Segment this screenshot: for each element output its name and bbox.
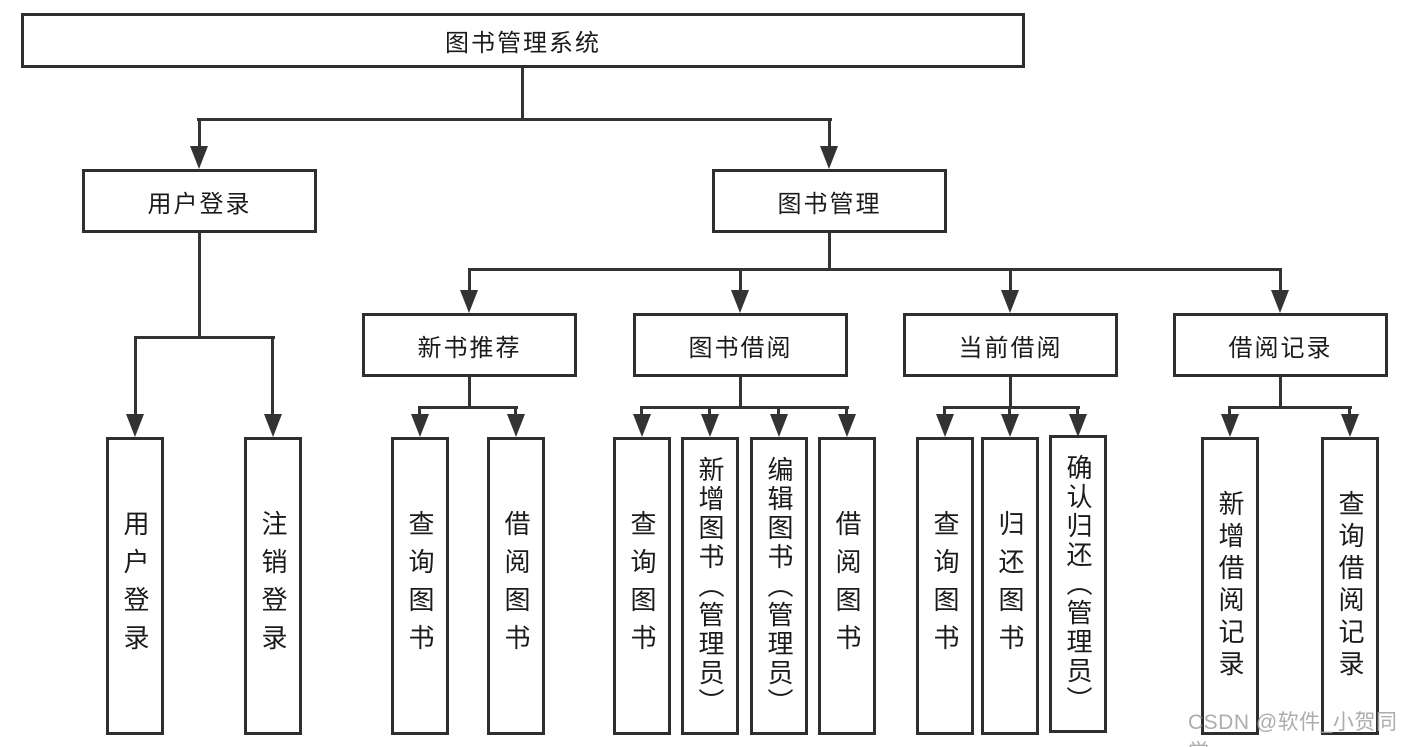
connector-line <box>943 406 1080 409</box>
arrow-down-icon <box>633 414 651 437</box>
connector-line <box>198 233 201 338</box>
leaf-borrow-books-2: 借阅图书 <box>818 437 876 735</box>
connector-line <box>418 406 421 416</box>
leaf-search-books-2: 查询图书 <box>613 437 671 735</box>
leaf-edit-books-admin: 编辑图书（管理员） <box>750 437 808 735</box>
arrow-down-icon <box>1221 414 1239 437</box>
leaf-add-borrow-record: 新增借阅记录 <box>1201 437 1259 735</box>
arrow-down-icon <box>460 290 478 313</box>
connector-line <box>197 118 832 121</box>
leaf-logout: 注销登录 <box>244 437 302 735</box>
leaf-return-books: 归还图书 <box>981 437 1039 735</box>
leaf-add-books-admin: 新增图书（管理员） <box>681 437 739 735</box>
connector-line <box>640 406 849 409</box>
arrow-down-icon <box>411 414 429 437</box>
arrow-down-icon <box>838 414 856 437</box>
arrow-down-icon <box>1271 290 1289 313</box>
leaf-search-borrow-record: 查询借阅记录 <box>1321 437 1379 735</box>
arrow-down-icon <box>126 414 144 437</box>
node-root-library-system: 图书管理系统 <box>21 13 1025 68</box>
connector-line <box>1228 406 1352 409</box>
connector-line <box>514 406 517 416</box>
arrow-down-icon <box>936 414 954 437</box>
connector-line <box>845 406 848 416</box>
connector-line <box>521 68 524 120</box>
arrow-down-icon <box>770 414 788 437</box>
connector-line <box>134 336 137 416</box>
arrow-down-icon <box>701 414 719 437</box>
node-user-login-group: 用户登录 <box>82 169 317 233</box>
connector-line <box>640 406 643 416</box>
connector-line <box>828 233 831 270</box>
connector-line <box>468 377 471 408</box>
connector-line <box>1076 406 1079 416</box>
connector-line <box>468 268 471 293</box>
arrow-down-icon <box>507 414 525 437</box>
connector-line <box>777 406 780 416</box>
leaf-borrow-books-1: 借阅图书 <box>487 437 545 735</box>
arrow-down-icon <box>1341 414 1359 437</box>
connector-line <box>943 406 946 416</box>
node-new-book-recommend: 新书推荐 <box>362 313 577 377</box>
leaf-user-login: 用户登录 <box>106 437 164 735</box>
arrow-down-icon <box>1001 414 1019 437</box>
connector-line <box>198 118 201 148</box>
connector-line <box>1009 377 1012 408</box>
connector-line <box>418 406 518 409</box>
connector-line <box>134 336 275 339</box>
arrow-down-icon <box>1001 290 1019 313</box>
node-book-management: 图书管理 <box>712 169 947 233</box>
leaf-confirm-return-admin: 确认归还（管理员） <box>1049 435 1107 733</box>
leaf-search-books-1: 查询图书 <box>391 437 449 735</box>
arrow-down-icon <box>264 414 282 437</box>
leaf-search-books-3: 查询图书 <box>916 437 974 735</box>
connector-line <box>1348 406 1351 416</box>
connector-line <box>271 336 274 416</box>
node-current-borrowing: 当前借阅 <box>903 313 1118 377</box>
arrow-down-icon <box>731 290 749 313</box>
connector-line <box>828 118 831 148</box>
arrow-down-icon <box>1069 414 1087 437</box>
arrow-down-icon <box>820 146 838 169</box>
csdn-watermark: CSDN @软件_小贺同学 <box>1188 711 1398 747</box>
connector-line <box>1228 406 1231 416</box>
node-borrow-records: 借阅记录 <box>1173 313 1388 377</box>
connector-line <box>1279 377 1282 408</box>
connector-line <box>1009 268 1012 293</box>
connector-line <box>739 268 742 293</box>
connector-line <box>1008 406 1011 416</box>
arrow-down-icon <box>190 146 208 169</box>
connector-line <box>708 406 711 416</box>
node-book-borrowing: 图书借阅 <box>633 313 848 377</box>
connector-line <box>1279 268 1282 293</box>
connector-line <box>468 268 1282 271</box>
connector-line <box>739 377 742 408</box>
